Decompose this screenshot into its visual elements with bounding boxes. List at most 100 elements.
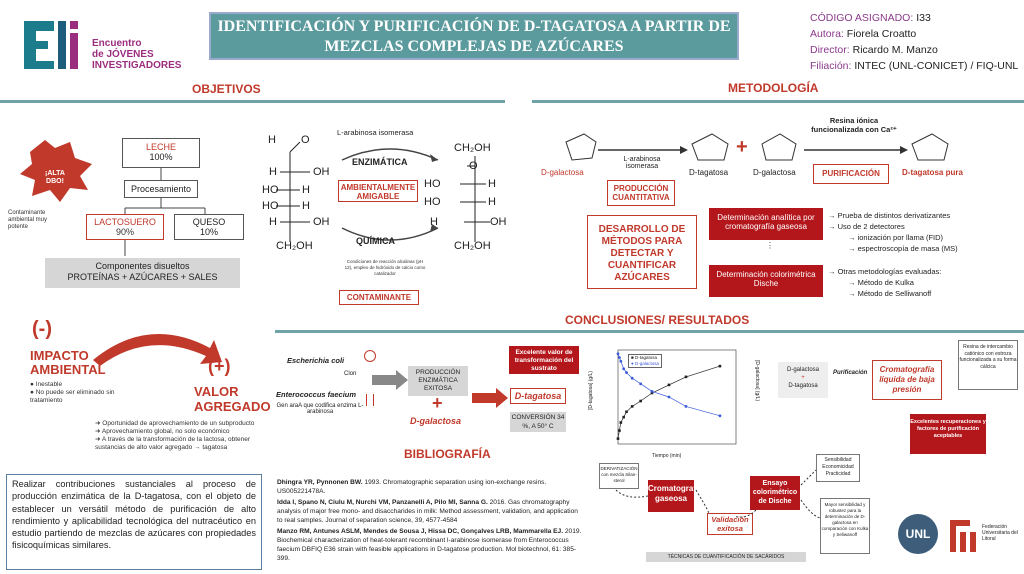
divider-line [0,100,505,103]
queso-box: QUESO 10% [174,214,244,240]
met-plus: + [736,136,748,158]
section-conclusiones: CONCLUSIONES/ RESULTADOS [565,313,750,327]
validacion-box: Validación exitosa [707,513,753,535]
met-dtagatosa: D-tagatosa [689,168,729,177]
chemical-structures [276,141,490,242]
sensibilidad-box: Sensibilidad Economicidad Practicidad [816,454,860,482]
poster-title: IDENTIFICACIÓN Y PURIFICACIÓN DE D-TAGAT… [209,12,739,60]
series-line-tagatosa [617,365,721,439]
logo-text: Encuentro de JÓVENES INVESTIGADORES [92,38,182,71]
conc-dgalactosa: D-galactosa [410,416,462,426]
det-colorimetrica-box: Determinación colorimétrica Dische [709,265,823,297]
data-point-galactosa [684,405,688,408]
purif-input-box: D-galactosa + D-tagatosa [778,362,828,398]
data-point-galactosa [650,389,654,393]
data-point-tagatosa [625,410,628,414]
lactosuero-box: LACTOSUERO 90% [86,214,164,240]
met-isomerasa: L-arabinosa isomerasa [623,156,661,170]
data-point-galactosa [619,359,623,363]
condiciones-note: Condiciones de reacción alcalinas (pH 12… [344,259,426,276]
procesamiento-box: Procesamiento [124,180,198,198]
data-point-tagatosa [684,375,688,379]
fuul-logo-icon [948,518,978,554]
impacto-arrow [93,334,222,366]
plus-sign: (+) [208,356,231,376]
tecnicas-footer: TÉCNICAS DE CUANTIFICACIÓN DE SACÁRIDOS [646,552,806,562]
poster-info: CÓDIGO ASIGNADO: I33 Autora: Fiorela Cro… [810,12,1019,72]
data-point-galactosa [622,367,626,371]
valor-bullets: ➜ Oportunidad de aprovechamiento de un s… [95,420,255,451]
eji-logo [20,15,90,77]
tecnicas-arrows [615,469,821,519]
arrow [372,370,408,390]
enzimatica-label: ENZIMÁTICA [352,157,408,167]
derivatizacion-box: DERIVATIZACIÓN con mezcla Silan-sterol [599,463,639,489]
contaminante-note: Contaminante ambiental muy potente [8,210,48,230]
fuul-logo-text: Federación Universitaria del Litoral [982,524,1018,542]
data-point-galactosa [718,414,722,418]
componentes-box: Componentes disueltos PROTEÍNAS + AZÚCAR… [45,258,240,288]
summary-box: Realizar contribuciones sustanciales al … [6,474,262,570]
purif-label: Purificación [833,370,868,376]
purificacion-box: PURIFICACIÓN [813,164,889,184]
cg-box: Cromatografía gaseosa [648,480,703,512]
minus-sign: (-) [32,318,52,340]
isomerasa-label: L-arabinosa isomerasa [337,128,414,137]
data-point-tagatosa [630,405,634,408]
ecoli-icon [364,350,376,362]
section-objetivos: OBJETIVOS [192,82,261,96]
met-right-list: → Prueba de distintos derivatizantes → U… [828,211,958,298]
leche-box: LECHE 100% [122,138,200,168]
ambientalmente-box: AMBIENTALMENTE AMIGABLE [338,180,418,202]
ecoli-label: Escherichia coli [287,356,345,365]
produccion-box: PRODUCCIÓN CUANTITATIVA [607,180,675,206]
met-dgalactosa: D-galactosa [541,168,584,177]
data-point-tagatosa [618,429,621,432]
resina-box: Resina de intercambio catiónico con estr… [958,340,1018,390]
data-point-tagatosa [622,415,625,419]
valor-agregado: VALOR AGREGADO [194,384,271,414]
section-metodologia: METODOLOGÍA [728,81,819,95]
conversion-box: CONVERSIÓN 34 %, A 50° C [510,412,566,432]
excelentes-box: Excelentes recuperaciones y factores de … [910,414,986,454]
data-point-galactosa [667,395,671,399]
conc-plus: + [432,393,443,413]
conc-dtagatosa: D-tagatosa [510,388,566,404]
alta-dbo-label: ¡ALTA DBO! [45,170,65,185]
vertical-dots: ⋮ [766,241,774,250]
data-point-tagatosa [667,383,671,387]
objetivos-flow-lines [20,140,206,256]
data-point-galactosa [618,356,621,359]
cromatografia-liquida-box: Cromatografía líquida de baja presión [872,360,942,400]
clon-label: Clon [344,371,357,377]
data-point-galactosa [630,376,634,380]
quimica-label: QUÍMICA [356,236,395,246]
chart-ylabel: [D-tagatosa] (g/L) [588,371,594,410]
excelente-box: Excelente valor de transformación del su… [509,346,579,374]
impacto-bullets: ● Inestable ● No puede ser eliminado sin… [30,381,115,404]
data-point-galactosa [616,352,620,356]
tagatosa-pura: D-tagatosa pura [902,168,963,177]
desarrollo-box: DESARROLLO DE MÉTODOS PARA DETECTAR Y CU… [587,215,697,289]
gen-label: Gen araA que codifica enzima L-arabinosa [276,403,364,415]
chart-legend: ■ D-tagatosa ● D-galactosa [628,354,662,368]
kinetics-chart [616,349,737,445]
impacto-ambiental: IMPACTO AMBIENTAL [30,348,106,377]
gene-icon [366,394,374,406]
divider-line [532,100,1024,103]
met-dgalactosa-2: D-galactosa [753,168,796,177]
chart-y2label: [D-galactosa] (g/L) [754,360,760,402]
data-point-tagatosa [718,364,722,368]
bibliografia-list: Dhingra YR, Pynnonen BW. 1993. Chromatog… [277,479,582,562]
section-bibliografia: BIBLIOGRAFÍA [404,447,491,461]
arrow [472,388,508,408]
efaecium-label: Enterococcus faecium [276,390,357,399]
det-analitica-box: Determinación analítica por cromatografí… [709,208,823,240]
data-point-tagatosa [616,437,620,440]
resina-label: Resina iónica funcionalizada con Ca²⁺ [811,116,897,134]
mayor-box: Mayor sensibilidad y robustez para la de… [820,498,870,554]
contaminante-box: CONTAMINANTE [339,290,419,305]
data-point-galactosa [625,371,628,374]
unl-logo: UNL [898,514,938,554]
metodologia-molecules [565,133,949,161]
